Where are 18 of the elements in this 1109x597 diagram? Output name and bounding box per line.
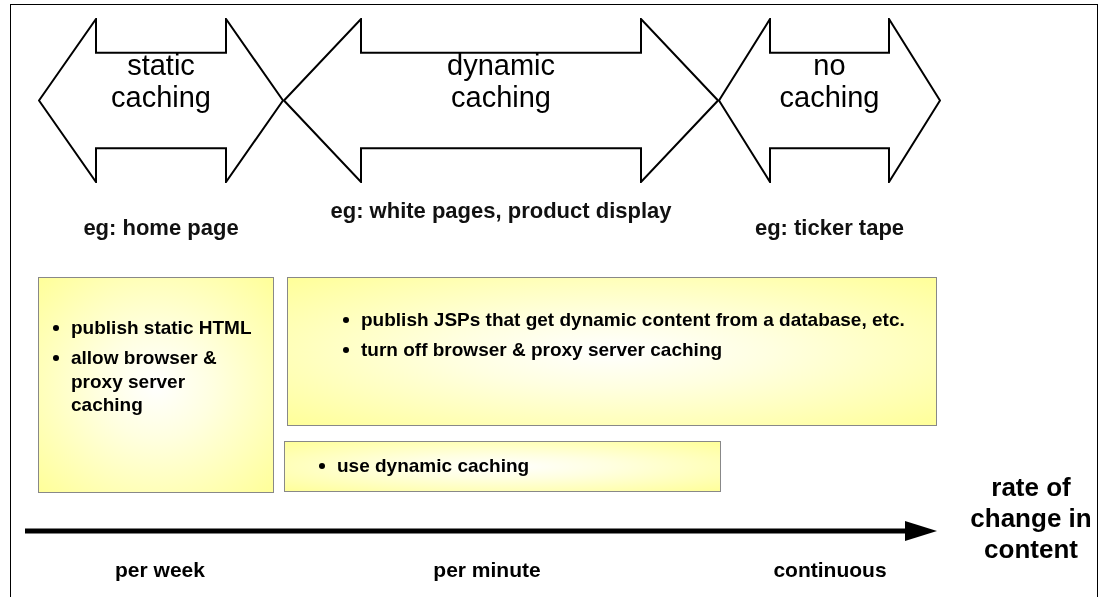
arrow-label: no caching [778, 50, 881, 114]
note-panel [287, 277, 937, 426]
arrow-label: static caching [110, 50, 212, 114]
note-panel [38, 277, 274, 493]
axis-label: continuous [772, 557, 888, 583]
axis-label: per week [114, 557, 206, 583]
bullet-item: use dynamic caching [337, 454, 530, 478]
example-text: eg: white pages, product display [329, 197, 673, 225]
bullet-item: turn off browser & proxy server caching [361, 337, 723, 362]
bullet-item: publish JSPs that get dynamic content from a database, etc. [361, 308, 905, 332]
axis-label: per minute [432, 557, 542, 583]
example-text: eg: ticker tape [753, 214, 906, 242]
arrow-label: dynamic caching [446, 50, 556, 114]
axis-title: rate of change in content [969, 472, 1093, 566]
example-text: eg: home page [82, 214, 240, 242]
bullet-item: allow browser & proxy server caching [71, 345, 218, 417]
bullet-item: publish static HTML [71, 316, 252, 340]
note-panel [284, 441, 721, 492]
